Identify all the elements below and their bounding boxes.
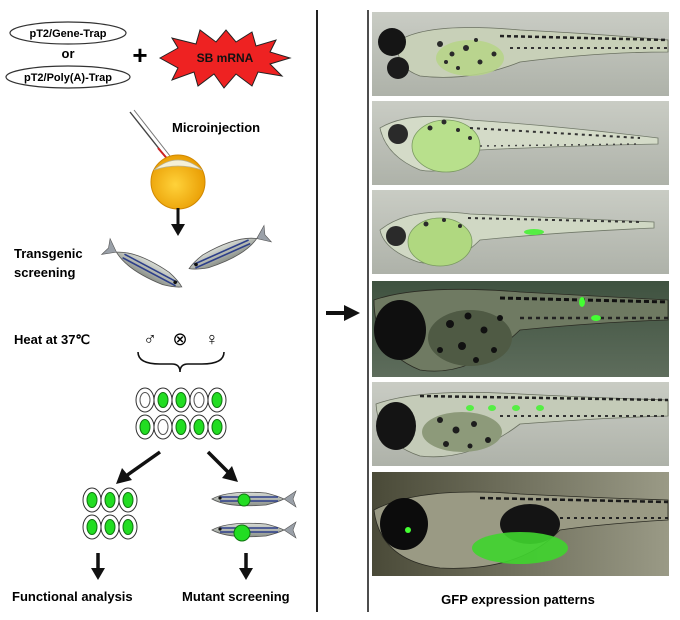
functional-analysis-label: Functional analysis bbox=[12, 589, 133, 604]
brace-icon bbox=[137, 351, 225, 373]
embryo-cell bbox=[153, 387, 173, 413]
microinjection-label: Microinjection bbox=[172, 120, 260, 135]
polya-trap-construct-label: pT2/Poly(A)-Trap bbox=[24, 72, 112, 84]
mutant-zebrafish-icon bbox=[211, 490, 297, 508]
adult-zebrafish-icon bbox=[188, 224, 273, 270]
cross-symbol-icon: ⊗ bbox=[172, 329, 187, 349]
embryo-cell bbox=[82, 487, 102, 513]
green-embryo-grid bbox=[82, 487, 138, 540]
embryo-cell bbox=[207, 414, 227, 440]
embryo-grid bbox=[135, 387, 227, 440]
female-symbol-icon: ♀ bbox=[205, 329, 219, 349]
transgenic-label-line1: Transgenic bbox=[14, 246, 83, 261]
mutant-screening-label: Mutant screening bbox=[182, 589, 290, 604]
arrow-down-right-icon bbox=[206, 450, 238, 482]
arrow-down-icon bbox=[91, 553, 105, 580]
sb-mrna-label: SB mRNA bbox=[197, 51, 254, 65]
sb-mrna-starburst bbox=[158, 29, 292, 89]
embryo-cell bbox=[135, 387, 155, 413]
microinjection-needle-icon bbox=[129, 109, 171, 163]
gene-trap-construct-label: pT2/Gene-Trap bbox=[29, 28, 106, 40]
gfp-larva-image-5 bbox=[372, 382, 669, 466]
adult-zebrafish-icon bbox=[100, 237, 183, 288]
gfp-larva-image-3 bbox=[372, 190, 669, 274]
embryo-cell bbox=[189, 387, 209, 413]
plus-sign: + bbox=[132, 40, 147, 70]
gfp-larva-image-4 bbox=[372, 281, 669, 377]
transgenic-label-line2: screening bbox=[14, 265, 75, 280]
embryo-cell bbox=[100, 514, 120, 540]
gfp-larva-image-2 bbox=[372, 101, 669, 185]
gfp-larva-image-6 bbox=[372, 472, 669, 576]
heat-label: Heat at 37℃ bbox=[14, 332, 90, 347]
polya-trap-construct-oval bbox=[5, 65, 131, 89]
embryo-cell bbox=[153, 414, 173, 440]
gfp-larva-image-1 bbox=[372, 12, 669, 96]
mutant-zebrafish-icon bbox=[211, 521, 297, 542]
gfp-caption: GFP expression patterns bbox=[441, 592, 595, 607]
embryo-cell bbox=[135, 414, 155, 440]
embryo-cell bbox=[189, 414, 209, 440]
embryo-cell bbox=[118, 514, 138, 540]
embryo-cell bbox=[118, 487, 138, 513]
male-symbol-icon: ♂ bbox=[143, 329, 157, 349]
arrow-down-icon bbox=[239, 553, 253, 580]
arrow-right-icon bbox=[326, 305, 360, 321]
embryo-cell bbox=[171, 387, 191, 413]
arrow-down-left-icon bbox=[116, 450, 162, 484]
or-label: or bbox=[62, 46, 75, 61]
gene-trap-construct-oval bbox=[9, 21, 127, 45]
embryo-cell bbox=[100, 487, 120, 513]
embryo-cell bbox=[207, 387, 227, 413]
arrow-down-icon bbox=[171, 208, 185, 236]
zebrafish-embryo-icon bbox=[150, 154, 206, 210]
embryo-cell bbox=[171, 414, 191, 440]
embryo-cell bbox=[82, 514, 102, 540]
